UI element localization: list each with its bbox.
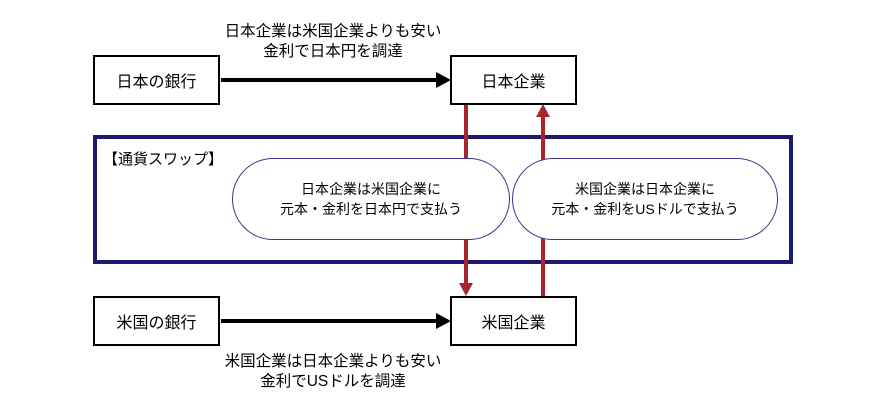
- us-funding-arrow-icon: [221, 313, 451, 329]
- currency-swap-title: 【通貨スワップ】: [103, 151, 224, 168]
- japan-funding-arrow-icon: [221, 72, 451, 88]
- us-bank-box: 米国の銀行: [93, 296, 220, 346]
- us-company-box: 米国企業: [450, 296, 577, 346]
- usd-payment-note: 米国企業は日本企業に 元本・金利をUSドルで支払う: [512, 158, 778, 240]
- japan-company-box: 日本企業: [450, 55, 577, 105]
- yen-payment-note: 日本企業は米国企業に 元本・金利を日本円で支払う: [232, 158, 510, 240]
- japan-funding-annotation: 日本企業は米国企業よりも安い 金利で日本円を調達: [224, 23, 442, 60]
- us-funding-annotation: 米国企業は日本企業よりも安い 金利でUSドルを調達: [224, 353, 442, 390]
- currency-swap-box: 【通貨スワップ】: [93, 135, 793, 264]
- japan-bank-box: 日本の銀行: [93, 55, 220, 105]
